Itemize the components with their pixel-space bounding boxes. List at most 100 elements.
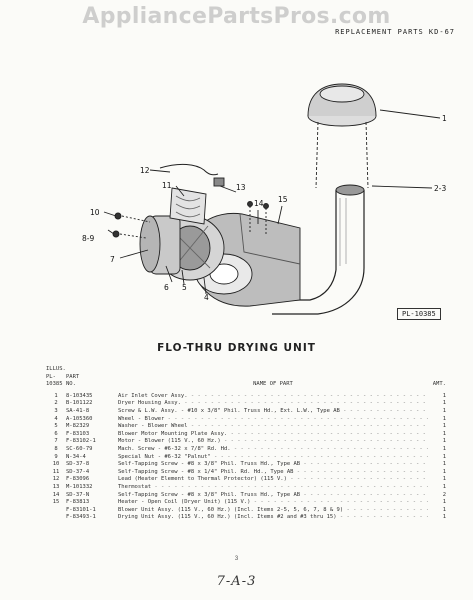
callout-2-3: 2-3 [434,184,446,193]
part-name-cell: Lead (Heater Element to Thermal Protecto… [118,476,428,484]
part-name-cell: Screw & L.W. Assy. - #10 x 3/8" Phil. Tr… [118,408,428,416]
illus-column-header: ILLUS. PL-10385 [46,366,66,388]
thermostat-part [213,177,225,187]
dash-leader: - - - - - - - - - - - - - - - - - - - - … [214,453,428,460]
dash-leader: - - - - - - - - - - - - - - - - - - - - … [339,514,428,521]
watermark: AppliancePartsPros.com [82,4,391,29]
amount-cell: 1 [442,400,446,407]
amount-cell: 1 [442,483,446,490]
callout-11: 11 [162,181,172,190]
illus-cell: 15 [52,499,60,506]
callout-1: 1 [442,114,447,123]
dash-leader: - - - - - - - - - - - - - - - - - - - - … [190,423,428,430]
table-row: 4 A-105360 Wheel - Blower - - - - - - - - … [46,416,446,424]
dash-leader: - - - - - - - - - - - - - - - - - - - - … [184,400,428,407]
callout-5: 5 [182,283,187,292]
illus-cell [46,514,66,522]
dash-leader: - - - - - - - - - - - - - - - - - - - - … [296,468,428,475]
part-name-cell: Blower Unit Assy. (115 V., 60 Hz.) (Incl… [118,507,428,515]
part-number-cell: F-83102-1 [66,438,96,445]
illus-cell: 11 [52,468,60,475]
callout-8-9: 8-9 [82,234,94,243]
part-name-cell: Drying Unit Assy. (115 V., 60 Hz.) (Incl… [118,514,428,522]
part-name-cell: Self-Tapping Screw - #8 x 3/8" Phil. Tru… [118,492,428,500]
part-name-cell: Motor - Blower (115 V., 60 Hz.) - - - - … [118,438,428,446]
illus-cell: 13 [52,483,60,490]
illus-cell: 8 [54,445,58,452]
table-row: 8 SC-60-79 Mach. Screw - #6-32 x 7/8" Rd. … [46,446,446,454]
amount-cell: 1 [442,453,446,460]
illus-cell [46,507,66,515]
part-name-cell: Wheel - Blower - - - - - - - - - - - - -… [118,416,428,424]
callout-4: 4 [204,293,209,302]
part-name-cell: Mach. Screw - #6-32 x 7/8" Rd. Hd. - - -… [118,446,428,454]
illus-cell: 9 [54,453,58,460]
part-number-cell: SA-41-8 [66,407,90,414]
part-name-cell: Self-Tapping Screw - #8 x 1/4" Phil. Rd.… [118,469,428,477]
part-number-cell: N-34-4 [66,453,86,460]
illus-cell: 4 [54,415,58,422]
page-header: REPLACEMENT PARTS KD-67 [335,28,455,36]
amount-cell: 1 [442,445,446,452]
part-number-cell: A-105360 [66,415,93,422]
part-name-cell: Air Inlet Cover Assy. - - - - - - - - - … [118,393,428,401]
callout-6: 6 [164,283,169,292]
motor-assembly-part [139,215,225,281]
amount-cell: 1 [442,514,446,521]
part-number-cell: F-83096 [66,476,90,483]
dash-leader: - - - - - - - - - - - - - - - - - - - - … [346,506,428,513]
illus-cell: 2 [54,400,58,407]
part-name-cell: Heater - Open Coil (Dryer Unit) (115 V.)… [118,499,428,507]
amount-cell: 1 [442,392,446,399]
parts-table-header: ILLUS. PL-10385 PART NO. NAME OF PART AM… [46,366,446,389]
dash-leader: - - - - - - - - - - - - - - - - - - - - … [151,483,428,490]
dash-leader: - - - - - - - - - - - - - - - - - - - - … [190,392,428,399]
amount-cell: 1 [442,430,446,437]
dash-leader: - - - - - - - - - - - - - - - - - - - - … [223,438,428,445]
callout-14: 14 [254,199,264,208]
table-row: 5 M-82329 Washer - Blower Wheel - - - - - … [46,423,446,431]
callout-13: 13 [236,183,246,192]
dash-leader: - - - - - - - - - - - - - - - - - - - - … [303,461,428,468]
page-number: 3 [234,556,239,562]
amount-cell: 1 [442,476,446,483]
lead-wire-part [159,163,219,176]
part-number-cell: M-82329 [66,423,90,430]
exploded-parts-diagram: 1 2-3 12 13 11 14 15 10 8-9 7 6 5 4 [82,83,447,315]
part-name-cell: Washer - Blower Wheel - - - - - - - - - … [118,423,428,431]
part-number-cell: SD-37-4 [66,468,90,475]
air-inlet-cover-part [307,83,377,127]
part-no-column-header: PART NO. [66,373,80,388]
part-name-cell: Blower Motor Mounting Plate Assy. - - - … [118,431,428,439]
heater-coil-part [169,187,207,225]
amount-cell: 1 [442,468,446,475]
part-number-cell: SC-60-79 [66,445,93,452]
diagram-reference-box: PL-10385 [397,308,441,320]
illus-cell: 1 [54,392,58,399]
part-number-cell: SD-37-8 [66,461,90,468]
callout-10: 10 [90,208,100,217]
dash-leader: - - - - - - - - - - - - - - - - - - - - … [233,445,428,452]
amount-cell: 1 [442,506,446,513]
illus-cell: 5 [54,423,58,430]
dash-leader: - - - - - - - - - - - - - - - - - - - - … [167,415,428,422]
illus-cell: 14 [52,491,60,498]
illus-cell: 6 [54,430,58,437]
amount-cell: 1 [442,438,446,445]
part-number-cell: B-101122 [66,400,93,407]
dash-leader: - - - - - - - - - - - - - - - - - - - - … [303,491,428,498]
amount-cell: 1 [442,461,446,468]
illus-cell: 10 [52,461,60,468]
dash-leader: - - - - - - - - - - - - - - - - - - - - … [230,430,428,437]
